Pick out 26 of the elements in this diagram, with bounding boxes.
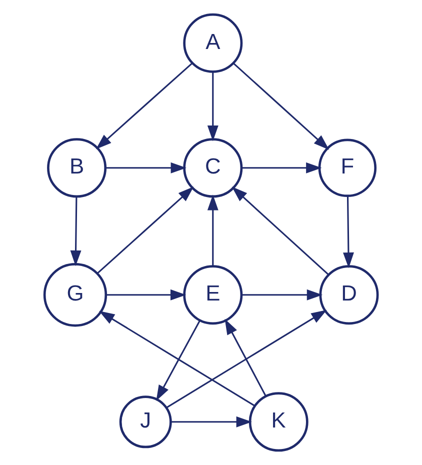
arrow [106, 162, 186, 174]
arrow [207, 194, 218, 266]
arrow [343, 196, 354, 268]
arrow [242, 162, 322, 174]
arrow [233, 63, 330, 150]
node-circle: E [183, 265, 243, 325]
arrow [171, 416, 252, 428]
node-circle: K [248, 392, 308, 452]
node-circle: B [47, 138, 107, 198]
arrow [166, 310, 327, 408]
arrow [242, 289, 323, 300]
arrow [96, 62, 193, 150]
arrow [207, 72, 218, 142]
node-circle: D [319, 265, 379, 325]
node-circle: C [183, 138, 243, 198]
arrow [232, 186, 329, 275]
node-circle: A [183, 13, 243, 73]
node-circle: J [119, 396, 172, 448]
arrow [156, 320, 200, 401]
node-circle: G [43, 263, 108, 327]
arrow [70, 196, 82, 266]
node-circle: F [318, 138, 377, 198]
arrow [224, 318, 266, 396]
arrow [97, 186, 194, 274]
arrow [98, 310, 255, 406]
arrow [106, 289, 186, 300]
